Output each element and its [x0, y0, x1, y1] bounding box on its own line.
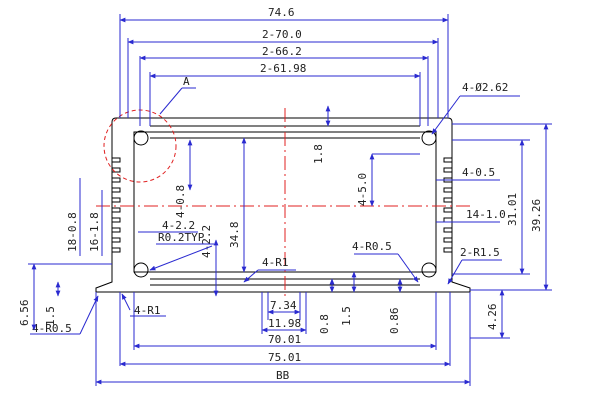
dim-2-70: 2-70.0: [262, 28, 302, 41]
radius-4-r0-5-left: 4-R0.5: [32, 322, 72, 335]
dim-2-61-98: 2-61.98: [260, 62, 306, 75]
dim-1-5-bottom: 1.5: [340, 306, 353, 326]
dim-74-6: 74.6: [268, 6, 295, 19]
dim-7-34: 7.34: [270, 299, 297, 312]
dim-75-01: 75.01: [268, 351, 301, 364]
dim-14-1-0: 14-1.0: [466, 208, 506, 221]
dim-1-8-top: 1.8: [312, 144, 325, 164]
fin-4-2-2: 4-2.2: [162, 219, 195, 232]
dim-31-01: 31.01: [506, 193, 519, 226]
dim-70-01: 70.01: [268, 333, 301, 346]
top-width-dims: 74.6 2-70.0 2-66.2 2-61.98: [119, 6, 449, 126]
dim-0-86: 0.86: [388, 308, 401, 335]
dim-1-5-left: 1.5: [44, 306, 57, 326]
radius-2-r1-5: 2-R1.5: [460, 246, 500, 259]
dim-bb: BB: [276, 369, 290, 382]
detail-a-label: A: [183, 75, 190, 88]
dim-18-0-8: 18-0.8: [66, 212, 79, 252]
dim-34-8: 34.8: [228, 222, 241, 249]
dim-2-66-2: 2-66.2: [262, 45, 302, 58]
dim-4-5-0: 4-5.0: [356, 173, 369, 206]
dim-0-8-bottom: 0.8: [318, 314, 331, 334]
dim-11-98: 11.98: [268, 317, 301, 330]
bottom-width-dims: 7.34 11.98 70.01 75.01 BB: [95, 292, 471, 386]
dim-16-1-8: 16-1.8: [88, 212, 101, 252]
radius-4-r1-left: 4-R1: [134, 304, 161, 317]
fin-r0-2-typ: R0.2TYP: [158, 231, 205, 244]
hole-callout: 4-Ø2.62: [462, 81, 508, 94]
dim-6-56: 6.56: [18, 300, 31, 327]
dim-4-0-8: 4-0.8: [174, 185, 187, 218]
dim-39-26: 39.26: [530, 199, 543, 232]
radius-4-r0-5-right: 4-R0.5: [352, 240, 392, 253]
dim-4-26: 4.26: [486, 304, 499, 331]
dim-4-0-5: 4-0.5: [462, 166, 495, 179]
radius-4-r1-center: 4-R1: [262, 256, 289, 269]
